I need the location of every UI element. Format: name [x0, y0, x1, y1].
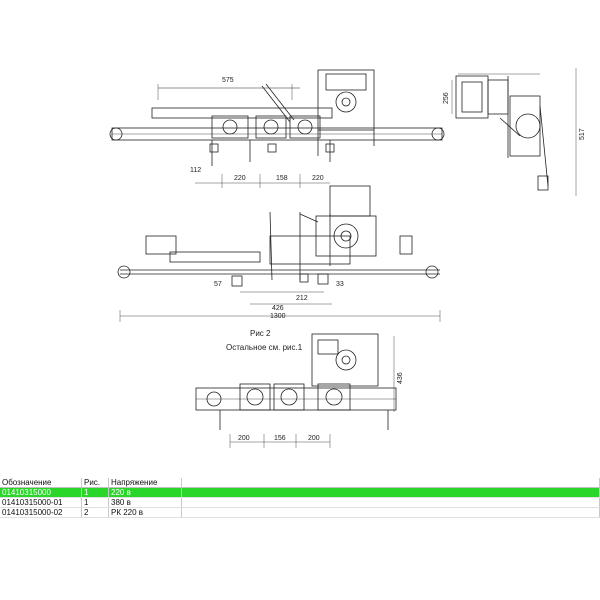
technical-drawing: 575 112 220 158 220 256 517 57 212 33 42…	[0, 66, 600, 476]
cell-voltage[interactable]: 220 в	[108, 487, 182, 498]
col-header-filler	[181, 478, 600, 488]
cell-designation[interactable]: 01410315000-01	[0, 497, 82, 508]
dim-220-b: 220	[312, 175, 324, 182]
table-header-row: Обозначение Рис. Напряжение	[0, 478, 600, 488]
dim-436: 436	[397, 372, 404, 384]
dim-158: 158	[276, 175, 288, 182]
dim-426: 426	[272, 305, 284, 312]
dim-212: 212	[296, 295, 308, 302]
dim-200-a: 200	[238, 435, 250, 442]
middle-assembly	[117, 185, 441, 322]
dim-200-b: 200	[308, 435, 320, 442]
figure-title: Рис 2	[250, 329, 271, 338]
table-row[interactable]: 01410315000-02 2 РК 220 в	[0, 507, 600, 518]
dim-112: 112	[190, 167, 201, 174]
dim-156: 156	[274, 435, 286, 442]
cell-fig[interactable]: 1	[81, 497, 109, 508]
table-row[interactable]: 01410315000-01 1 380 в	[0, 497, 600, 508]
cell-filler[interactable]	[181, 487, 600, 498]
table-row[interactable]: 01410315000 1 220 в	[0, 487, 600, 498]
side-view	[451, 68, 577, 196]
dim-575: 575	[222, 77, 234, 84]
dim-220-a: 220	[234, 175, 246, 182]
col-header-fig[interactable]: Рис.	[81, 478, 109, 488]
cell-filler	[181, 507, 600, 518]
col-header-voltage[interactable]: Напряжение	[108, 478, 182, 488]
dim-517: 517	[579, 128, 586, 140]
top-assembly	[109, 69, 445, 188]
dim-1300: 1300	[270, 313, 286, 320]
cell-designation[interactable]: 01410315000-02	[0, 507, 82, 518]
bottom-assembly	[195, 333, 397, 448]
cell-designation[interactable]: 01410315000	[0, 487, 82, 498]
dim-33: 33	[336, 281, 344, 288]
cell-filler	[181, 497, 600, 508]
cell-voltage[interactable]: 380 в	[108, 497, 182, 508]
drawing-svg: 575 112 220 158 220 256 517 57 212 33 42…	[109, 68, 586, 448]
figure-note: Остальное см. рис.1	[226, 343, 303, 352]
spec-table: Обозначение Рис. Напряжение 01410315000 …	[0, 478, 600, 518]
cell-fig[interactable]: 1	[81, 487, 109, 498]
cell-fig[interactable]: 2	[81, 507, 109, 518]
cell-voltage[interactable]: РК 220 в	[108, 507, 182, 518]
dim-256: 256	[443, 92, 450, 104]
col-header-designation[interactable]: Обозначение	[0, 478, 82, 488]
dim-57: 57	[214, 281, 222, 288]
